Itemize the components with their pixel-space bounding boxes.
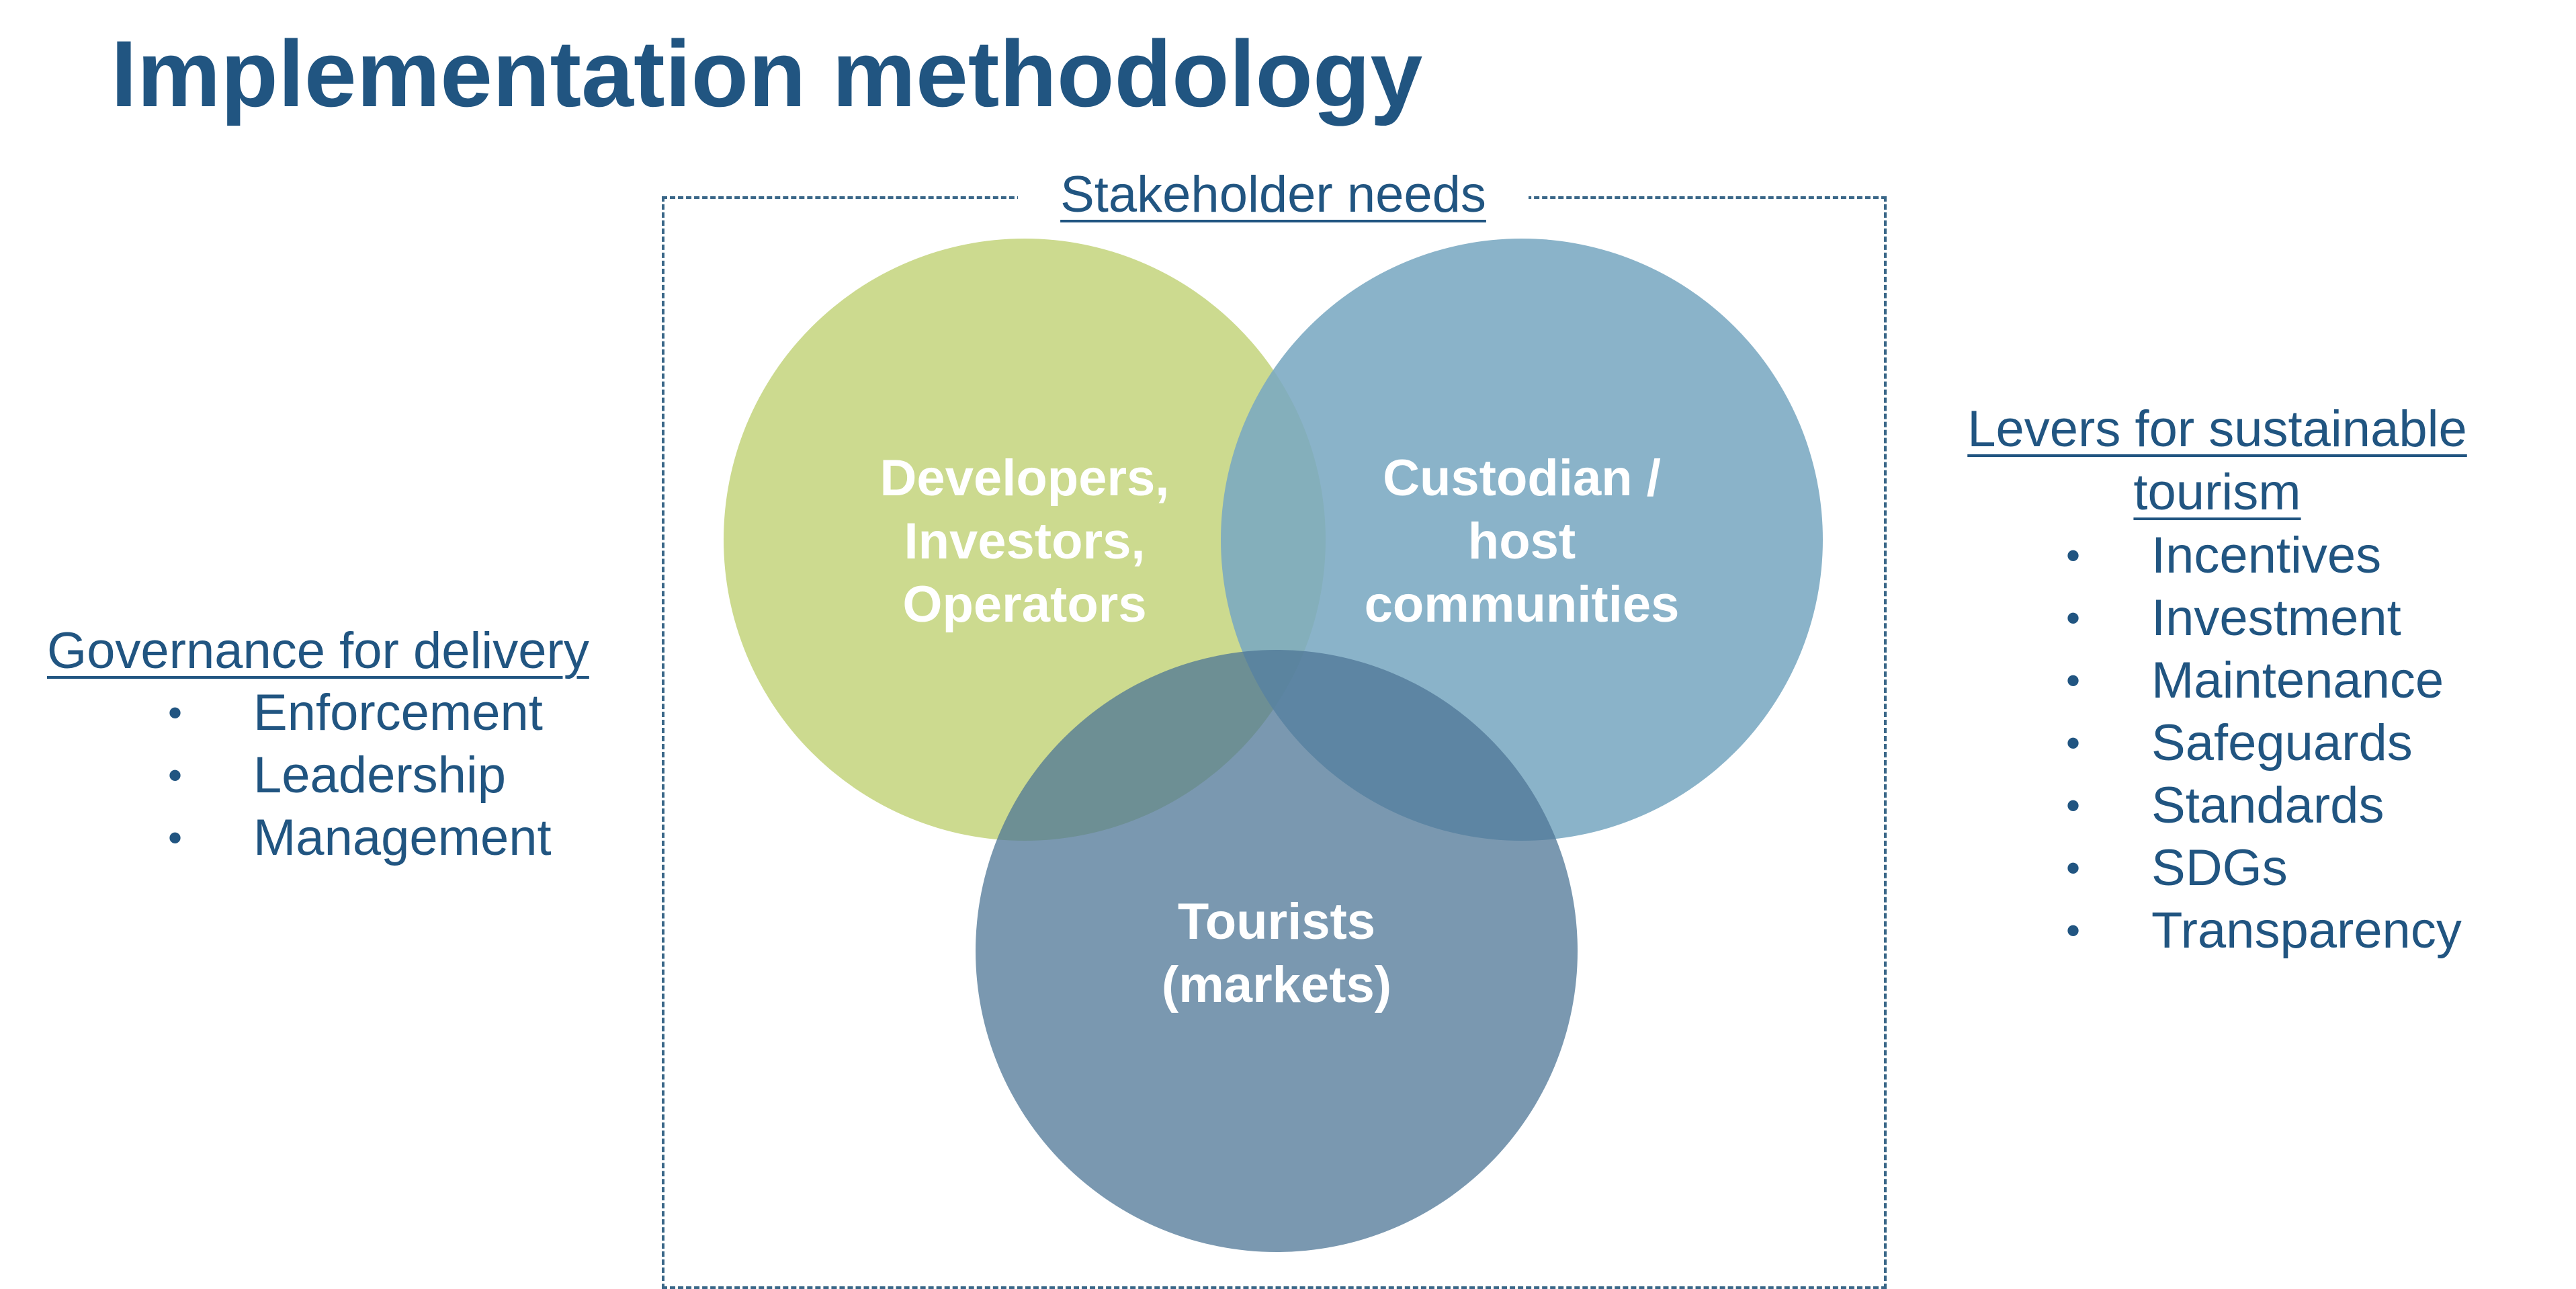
bullet-icon: • — [168, 690, 183, 735]
stakeholder-needs-label: Stakeholder needs — [1018, 161, 1529, 228]
governance-item: •Management — [168, 806, 552, 869]
levers-item: •Maintenance — [2066, 649, 2462, 712]
governance-list: •Enforcement •Leadership •Management — [168, 681, 552, 869]
bullet-icon: • — [168, 815, 183, 860]
bullet-icon: • — [2066, 908, 2081, 953]
levers-item: •Incentives — [2066, 524, 2462, 587]
bullet-icon: • — [2066, 658, 2081, 703]
venn-label-tourists: Tourists (markets) — [1161, 893, 1392, 1013]
bullet-icon: • — [2066, 720, 2081, 765]
levers-item: •SDGs — [2066, 837, 2462, 899]
venn-label-custodian: Custodian / host communities — [1364, 450, 1680, 633]
venn-circle-tourists — [976, 650, 1578, 1252]
bullet-icon: • — [2066, 783, 2081, 828]
bullet-icon: • — [2066, 533, 2081, 578]
bullet-icon: • — [2066, 845, 2081, 890]
levers-item: •Safeguards — [2066, 712, 2462, 774]
levers-heading: Levers for sustainable tourism — [1967, 401, 2467, 521]
governance-item: •Enforcement — [168, 681, 552, 744]
levers-item: •Investment — [2066, 587, 2462, 649]
bullet-icon: • — [2066, 595, 2081, 640]
page-title: Implementation methodology — [111, 21, 1423, 126]
levers-list: •Incentives •Investment •Maintenance •Sa… — [2066, 524, 2462, 962]
governance-heading: Governance for delivery — [47, 622, 589, 679]
venn-label-developers: Developers, Investors, Operators — [879, 450, 1170, 633]
bullet-icon: • — [168, 753, 183, 798]
levers-item: •Transparency — [2066, 899, 2462, 962]
levers-item: •Standards — [2066, 774, 2462, 837]
governance-item: •Leadership — [168, 744, 552, 806]
